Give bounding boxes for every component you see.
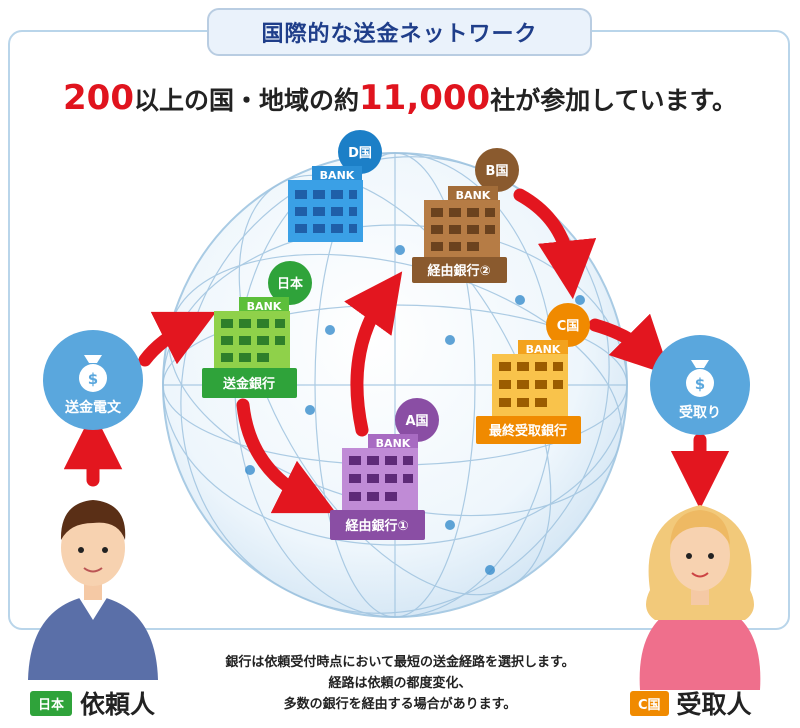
country-label-b: B国 [486, 164, 509, 179]
bank-label-final: 最終受取銀行 [489, 423, 567, 439]
country-badge-d [338, 130, 382, 174]
bank-label-sending: 送金銀行 [222, 376, 275, 392]
headline-count-companies: 11,000 [359, 78, 491, 118]
bank-sign-d: BANK [320, 169, 355, 182]
arrow-relay2-to-final [513, 188, 597, 300]
bank-building-icon: BANK [342, 434, 418, 510]
step-message: $ 送金電文 [43, 330, 143, 430]
svg-text:$: $ [88, 370, 98, 388]
bank-d: D国 BANK [288, 130, 382, 242]
country-label-d: D国 [348, 146, 372, 161]
country-badge-c [546, 303, 590, 347]
sender-country-tag: 日本 [30, 690, 73, 716]
bank-building-icon: BANK [492, 340, 568, 416]
arrow-relay1-to-relay2 [344, 271, 403, 437]
bank-building-icon: BANK [214, 297, 290, 369]
money-bag-icon: $ [686, 360, 714, 397]
step-label-message: 送金電文 [64, 399, 122, 416]
bank-sign-c: BANK [526, 343, 561, 356]
receiver-caption: C国 受取人 [630, 690, 752, 719]
arrow-final-to-receive [588, 313, 671, 376]
money-bag-icon: $ [79, 355, 107, 392]
country-label-c: C国 [557, 319, 580, 334]
country-badge-a [395, 398, 439, 442]
bank-final: C国 BANK 最終受取銀行 [476, 303, 590, 444]
country-badge-japan [268, 261, 312, 305]
note-line-1: 銀行は依頼受付時点において最短の送金経路を選択します。 [225, 655, 575, 670]
headline-count-countries: 200 [63, 78, 134, 118]
sender-name: 依頼人 [80, 690, 156, 719]
bank-sign-b: BANK [456, 189, 491, 202]
headline: 200以上の国・地域の約11,000社が参加しています。 [0, 78, 800, 118]
arrow-message-to-sending-bank [138, 311, 217, 367]
bank-building-icon: BANK [424, 186, 500, 258]
country-badge-b [475, 148, 519, 192]
step-receive: $ 受取り [650, 335, 750, 435]
bank-sending: 日本 BANK 送金銀行 [202, 261, 312, 398]
diagram-title: 国際的な送金ネットワーク [207, 8, 592, 56]
bank-relay-2: B国 BANK 経由銀行② [412, 148, 519, 283]
country-label-a: A国 [405, 414, 428, 429]
bank-sign-japan: BANK [247, 300, 282, 313]
headline-text-1: 以上の国・地域の約 [134, 86, 360, 115]
bank-label-relay-2: 経由銀行② [427, 263, 490, 279]
receiver-name: 受取人 [676, 690, 752, 719]
arrow-sending-to-relay1 [236, 398, 337, 514]
globe-icon [162, 152, 628, 618]
bank-relay-1: A国 BANK 経由銀行① [330, 398, 439, 540]
country-label-japan: 日本 [277, 276, 303, 292]
headline-text-2: 社が参加しています。 [490, 86, 737, 115]
step-label-receive: 受取り [679, 404, 721, 421]
receiver-person [639, 505, 761, 690]
sender-caption: 日本 依頼人 [30, 690, 155, 719]
note-line-3: 多数の銀行を経由する場合があります。 [283, 697, 517, 712]
svg-text:$: $ [695, 375, 705, 393]
note-line-2: 経路は依頼の都度変化、 [328, 676, 472, 691]
bank-label-relay-1: 経由銀行① [345, 518, 408, 534]
sender-person [28, 500, 158, 680]
route-note: 銀行は依頼受付時点において最短の送金経路を選択します。 経路は依頼の都度変化、 … [150, 652, 650, 715]
transfer-arrows [63, 188, 730, 514]
receiver-country-tag: C国 [630, 690, 669, 716]
bank-sign-a: BANK [376, 437, 411, 450]
bank-building-icon: BANK [288, 166, 363, 242]
